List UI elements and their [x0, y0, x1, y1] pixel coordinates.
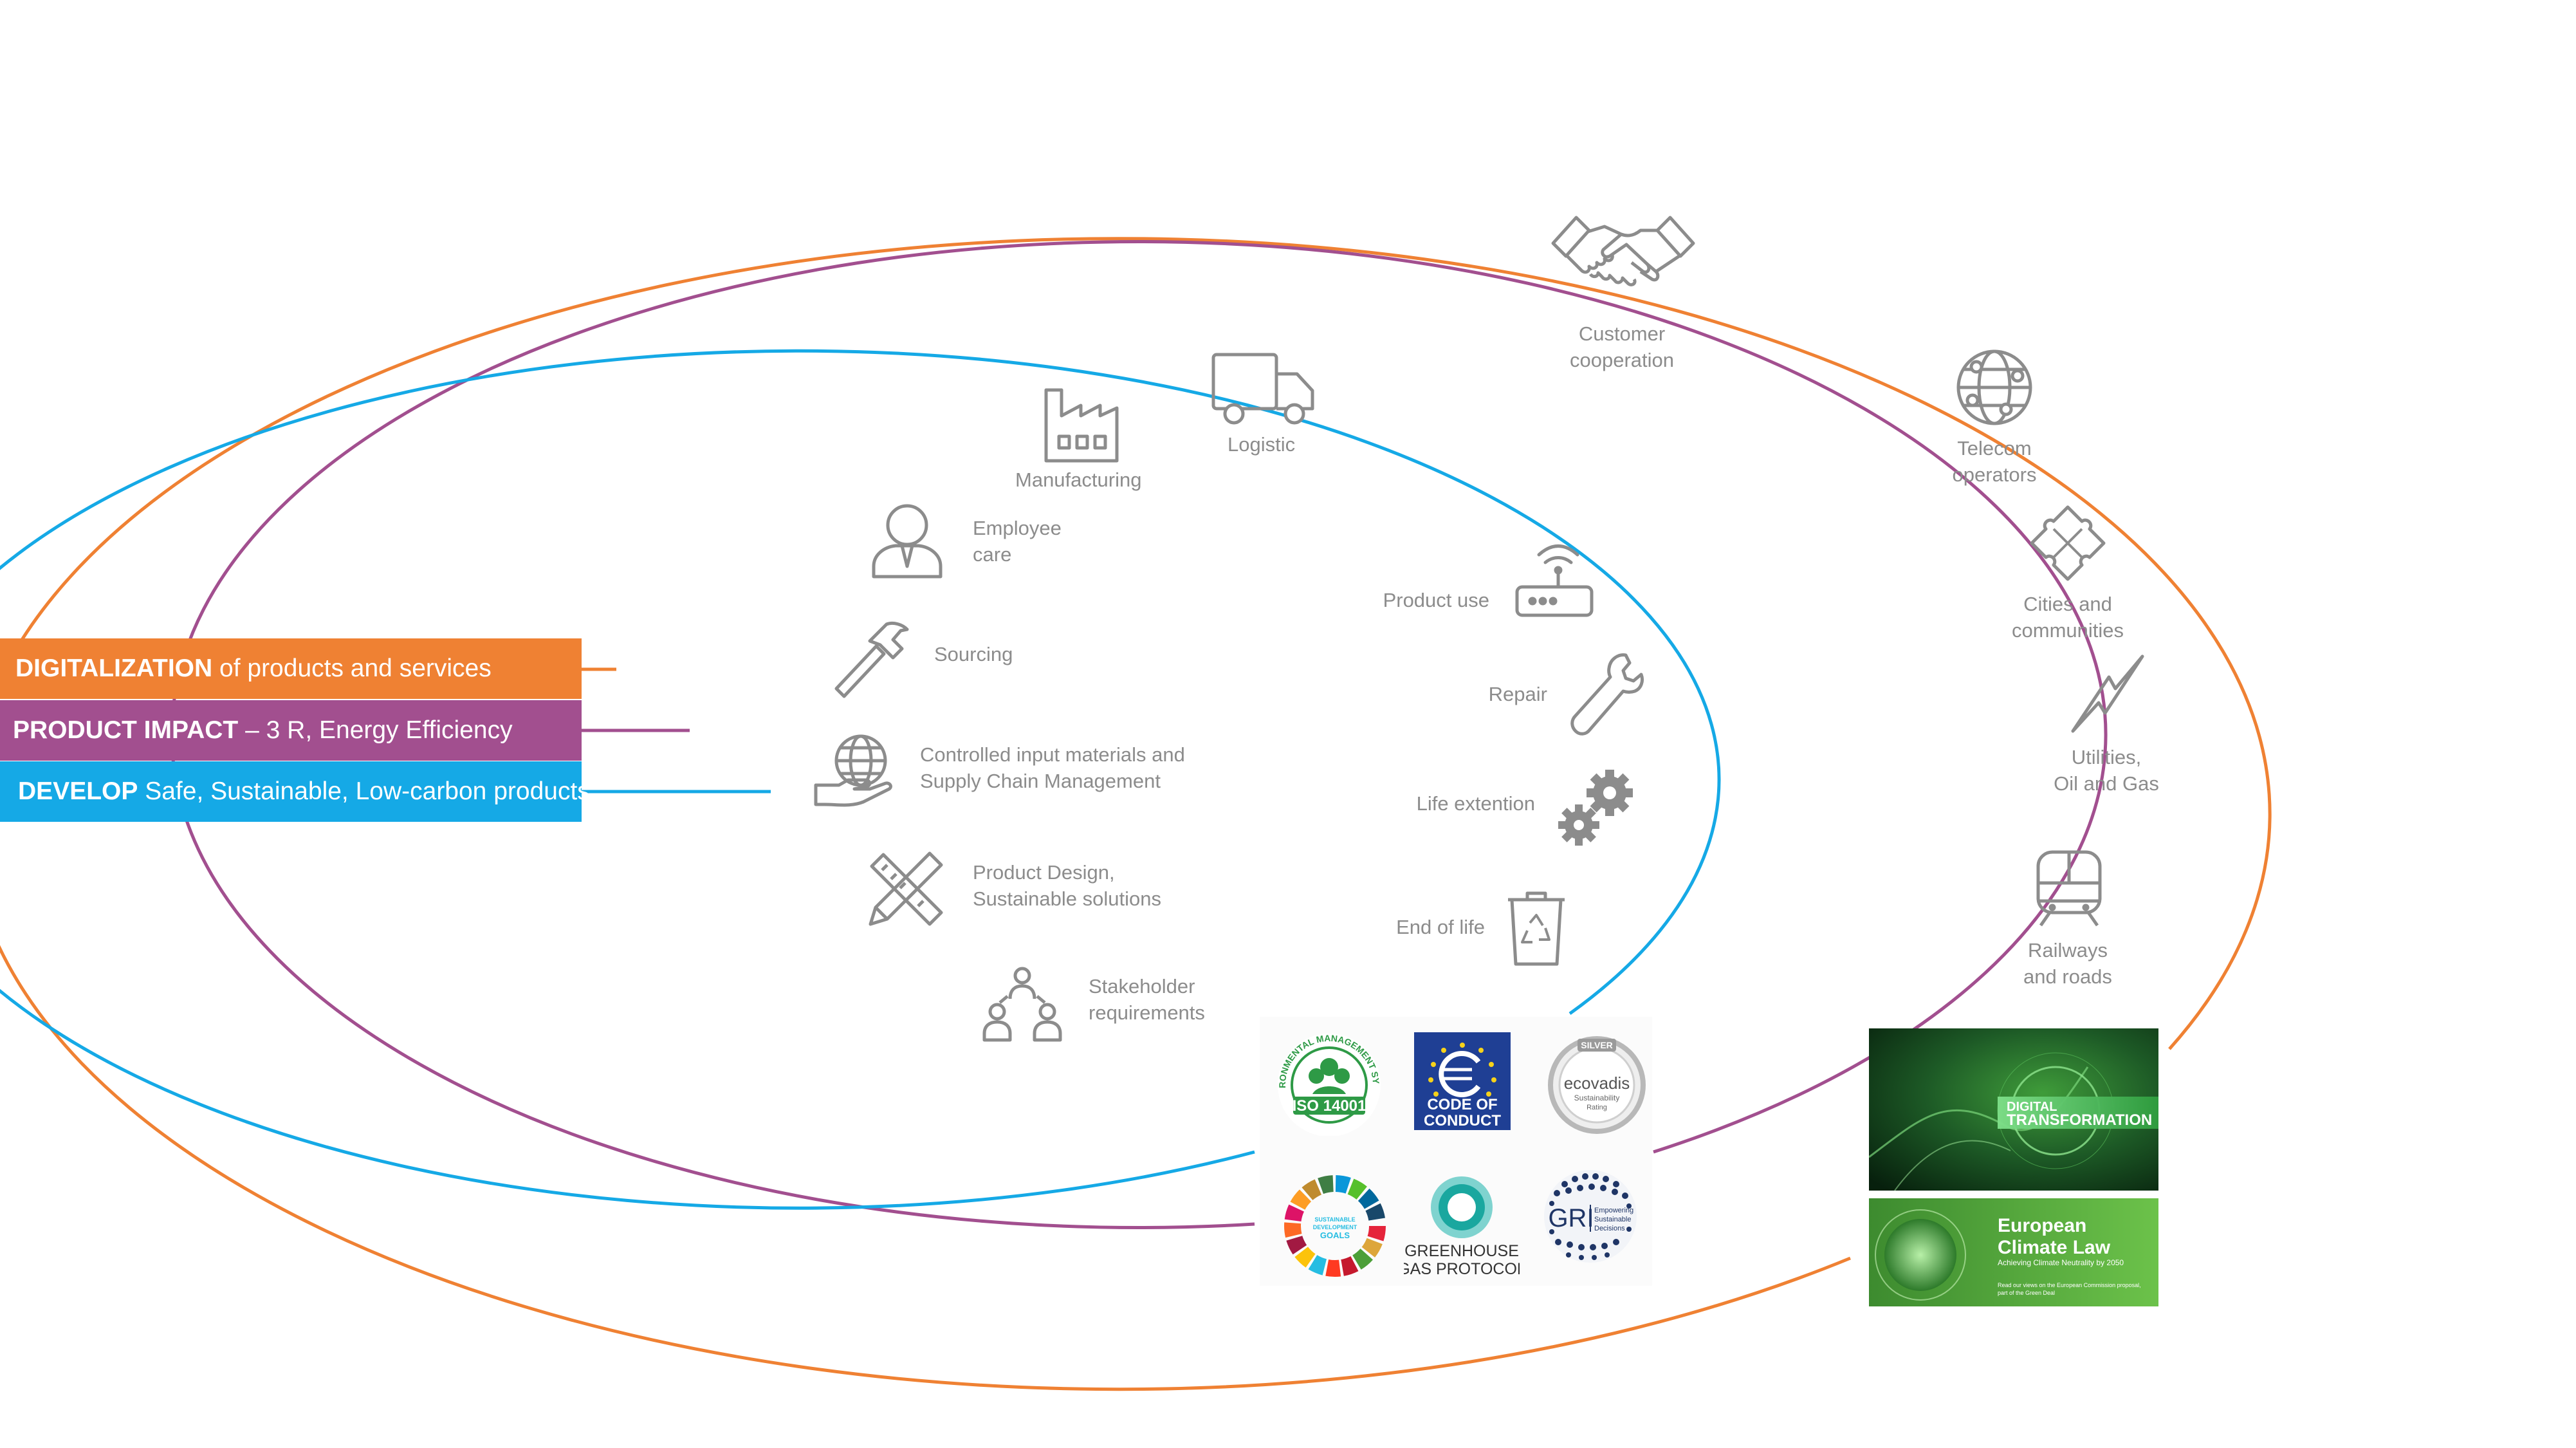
- employee-care-line2: care: [973, 543, 1012, 566]
- outer-orange-ring: [0, 237, 2272, 1391]
- ghg-protocol-logo: GREENHOUSE GAS PROTOCOL: [1397, 1171, 1526, 1281]
- repair-label: Repair: [1488, 683, 1547, 705]
- employee-care-label: Employee care: [973, 515, 1062, 568]
- develop-bar: DEVELOP Safe, Sustainable, Low-carbon pr…: [0, 761, 590, 822]
- recycle-bin-icon: [1505, 889, 1567, 968]
- router-icon: [1513, 541, 1596, 619]
- employee-care-line1: Employee: [973, 517, 1062, 539]
- sdg-logo: SUSTAINABLE DEVELOPMENT GOALS: [1282, 1173, 1388, 1279]
- coc-line1: CODE OF: [1427, 1096, 1497, 1113]
- handshake-icon: [1550, 205, 1696, 317]
- puzzle-icon: [2028, 503, 2108, 583]
- globe-network-icon: [1955, 348, 2034, 427]
- develop-bold: DEVELOP: [18, 777, 138, 805]
- ecovadis-name: ecovadis: [1564, 1073, 1630, 1093]
- digitalization-bold: DIGITALIZATION: [15, 654, 213, 682]
- stakeholder-label: Stakeholder requirements: [1089, 973, 1205, 1026]
- end-of-life-label: End of life: [1396, 916, 1485, 938]
- iso-14001-logo: ENVIRONMENTAL MANAGEMENT SYSTEM ISO 1400…: [1262, 1021, 1392, 1137]
- logistic-label: Logistic: [1228, 433, 1296, 456]
- ghg-line2: GAS PROTOCOL: [1404, 1260, 1520, 1278]
- controlled-input-line2: Supply Chain Management: [920, 770, 1161, 792]
- digital-line1: DIGITAL: [2007, 1100, 2057, 1114]
- digital-line2: TRANSFORMATION: [2007, 1111, 2152, 1129]
- lightning-icon: [2070, 654, 2145, 734]
- railways-line2: and roads: [2023, 965, 2112, 988]
- gri-logo: GRI Empowering Sustainable Decisions: [1539, 1165, 1650, 1268]
- digitalization-rest: of products and services: [212, 654, 492, 682]
- cities-line2: communities: [2012, 619, 2124, 642]
- sourcing-label: Sourcing: [934, 643, 1013, 665]
- sdg-line3: GOALS: [1320, 1230, 1350, 1240]
- coc-line2: CONDUCT: [1424, 1112, 1501, 1129]
- railways-label: Railways and roads: [1991, 937, 2145, 990]
- controlled-input-label: Controlled input materials and Supply Ch…: [920, 741, 1185, 794]
- product-impact-bar: PRODUCT IMPACT – 3 R, Energy Efficiency: [0, 700, 582, 761]
- gri-sub2: Sustainable: [1594, 1216, 1632, 1223]
- controlled-input-line1: Controlled input materials and: [920, 743, 1185, 766]
- railways-line1: Railways: [2027, 939, 2108, 961]
- globe-hand-icon: [812, 732, 896, 810]
- telecom-label: Telecom operators: [1917, 435, 2072, 488]
- european-climate-law-image: European Climate Law Achieving Climate N…: [1869, 1198, 2158, 1306]
- ghg-line1: GREENHOUSE: [1404, 1242, 1519, 1260]
- employee-icon: [870, 502, 944, 579]
- train-icon: [2034, 848, 2104, 928]
- people-icon: [982, 965, 1063, 1043]
- manufacturing-label: Manufacturing: [1015, 469, 1142, 491]
- utilities-label: Utilities, Oil and Gas: [2027, 744, 2186, 797]
- stakeholder-line2: requirements: [1089, 1001, 1205, 1024]
- sdg-line1: SUSTAINABLE: [1314, 1216, 1355, 1223]
- ecovadis-sub2: Rating: [1587, 1104, 1607, 1111]
- product-design-label: Product Design, Sustainable solutions: [973, 859, 1161, 912]
- ruler-pencil-icon: [865, 848, 946, 929]
- customer-line1: Customer: [1578, 322, 1666, 345]
- digital-transformation-image: DIGITAL TRANSFORMATION: [1869, 1028, 2158, 1191]
- sdg-line2: DEVELOPMENT: [1313, 1224, 1357, 1230]
- climate-subtitle: Achieving Climate Neutrality by 2050: [1998, 1258, 2124, 1267]
- ecovadis-badge: SILVER: [1581, 1040, 1613, 1050]
- telecom-line2: operators: [1952, 463, 2037, 486]
- utilities-line1: Utilities,: [2071, 746, 2142, 768]
- gri-sub1: Empowering: [1594, 1207, 1633, 1214]
- product-impact-rest: – 3 R, Energy Efficiency: [238, 716, 513, 744]
- stakeholder-line1: Stakeholder: [1089, 975, 1195, 998]
- hammer-icon: [831, 618, 912, 698]
- wrench-icon: [1567, 651, 1644, 736]
- telecom-line1: Telecom: [1957, 437, 2032, 459]
- gri-name: GRI: [1548, 1204, 1594, 1232]
- cities-line1: Cities and: [2023, 593, 2112, 615]
- climate-title2: Climate Law: [1998, 1237, 2111, 1258]
- product-impact-bold: PRODUCT IMPACT: [13, 716, 239, 744]
- digitalization-bar: DIGITALIZATION of products and services: [0, 638, 582, 699]
- product-design-line2: Sustainable solutions: [973, 887, 1161, 910]
- code-of-conduct-logo: CODE OF CONDUCT: [1414, 1032, 1511, 1130]
- develop-rest: Safe, Sustainable, Low-carbon products: [138, 777, 590, 805]
- climate-note1: Read our views on the European Commissio…: [1998, 1282, 2141, 1288]
- factory-icon: [1042, 386, 1121, 463]
- ecovadis-sub1: Sustainability: [1574, 1093, 1620, 1102]
- product-use-label: Product use: [1383, 589, 1489, 611]
- middle-purple-ring: [170, 240, 2108, 1230]
- iso-label: ISO 14001: [1293, 1097, 1366, 1115]
- customer-line2: cooperation: [1569, 349, 1674, 371]
- cities-label: Cities and communities: [1988, 591, 2148, 644]
- climate-note2: part of the Green Deal: [1998, 1290, 2055, 1296]
- utilities-line2: Oil and Gas: [2054, 772, 2159, 795]
- gears-icon: [1556, 767, 1638, 849]
- inner-blue-ring: [0, 349, 1721, 1210]
- life-extention-label: Life extention: [1416, 792, 1535, 815]
- customer-label: Customer cooperation: [1538, 320, 1706, 373]
- climate-title1: European: [1998, 1215, 2086, 1236]
- truck-icon: [1210, 351, 1318, 427]
- ecovadis-logo: SILVER ecovadis Sustainability Rating: [1544, 1034, 1650, 1134]
- gri-sub3: Decisions: [1594, 1225, 1625, 1232]
- product-design-line1: Product Design,: [973, 861, 1115, 884]
